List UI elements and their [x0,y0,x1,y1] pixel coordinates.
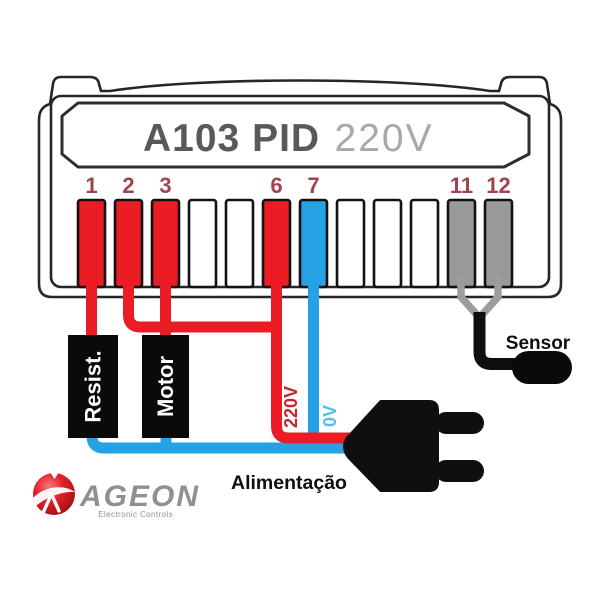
terminal-number-12: 12 [486,173,510,198]
logo-globe-swoosh [33,487,75,506]
plug-prong-bottom [435,460,484,482]
resist-box [68,335,118,438]
line-voltage-label: 220V [281,386,301,428]
wire-sensor-lead [473,312,518,370]
terminal-block-8 [335,198,366,289]
sensor-label: Sensor [506,333,571,354]
terminal-block-6 [261,198,292,289]
motor-box [142,335,189,438]
motor-label: Motor [153,356,178,418]
logo-globe-letter-a [41,492,61,515]
terminal-number-6: 6 [270,173,282,198]
device-model-text: A103 PID [143,117,320,160]
logo-globe-notch [50,472,59,479]
device-voltage-text: 220V [335,117,434,160]
terminal-block-9 [372,198,403,289]
terminal-block-10 [409,198,440,289]
wire-phase-jumper [123,276,277,333]
terminal-block-12 [483,198,514,289]
brand-name: AGEON [79,480,200,513]
sensor-probe [512,351,572,384]
wire-sensor-terminal11 [457,274,482,320]
plug-prong-top [435,412,484,434]
terminal-block-1 [76,198,107,289]
terminal-block-5 [224,198,255,289]
terminal-number-7: 7 [307,173,319,198]
terminal-number-1: 1 [85,173,97,198]
power-supply-label: Alimentação [231,472,347,494]
wire-phase-line [271,276,354,444]
terminal-number-2: 2 [122,173,134,198]
ageon-logo: AGEON Electronic Controls [33,472,200,519]
label-plate [60,101,531,169]
terminal-block-7 [298,198,329,289]
terminal-block-3 [150,198,181,289]
terminal-number-3: 3 [159,173,171,198]
terminal-block-2 [113,198,144,289]
terminal-block-4 [187,198,218,289]
device-title: A103 PID 220V [143,117,434,160]
terminal-block-11 [446,198,477,289]
neutral-voltage-label: 0V [320,405,340,427]
power-plug-icon [343,400,439,492]
terminal-number-11: 11 [450,173,473,198]
resist-label: Resist. [81,350,106,422]
brand-tagline: Electronic Controls [98,510,173,519]
wire-sensor-terminal12 [477,274,502,320]
